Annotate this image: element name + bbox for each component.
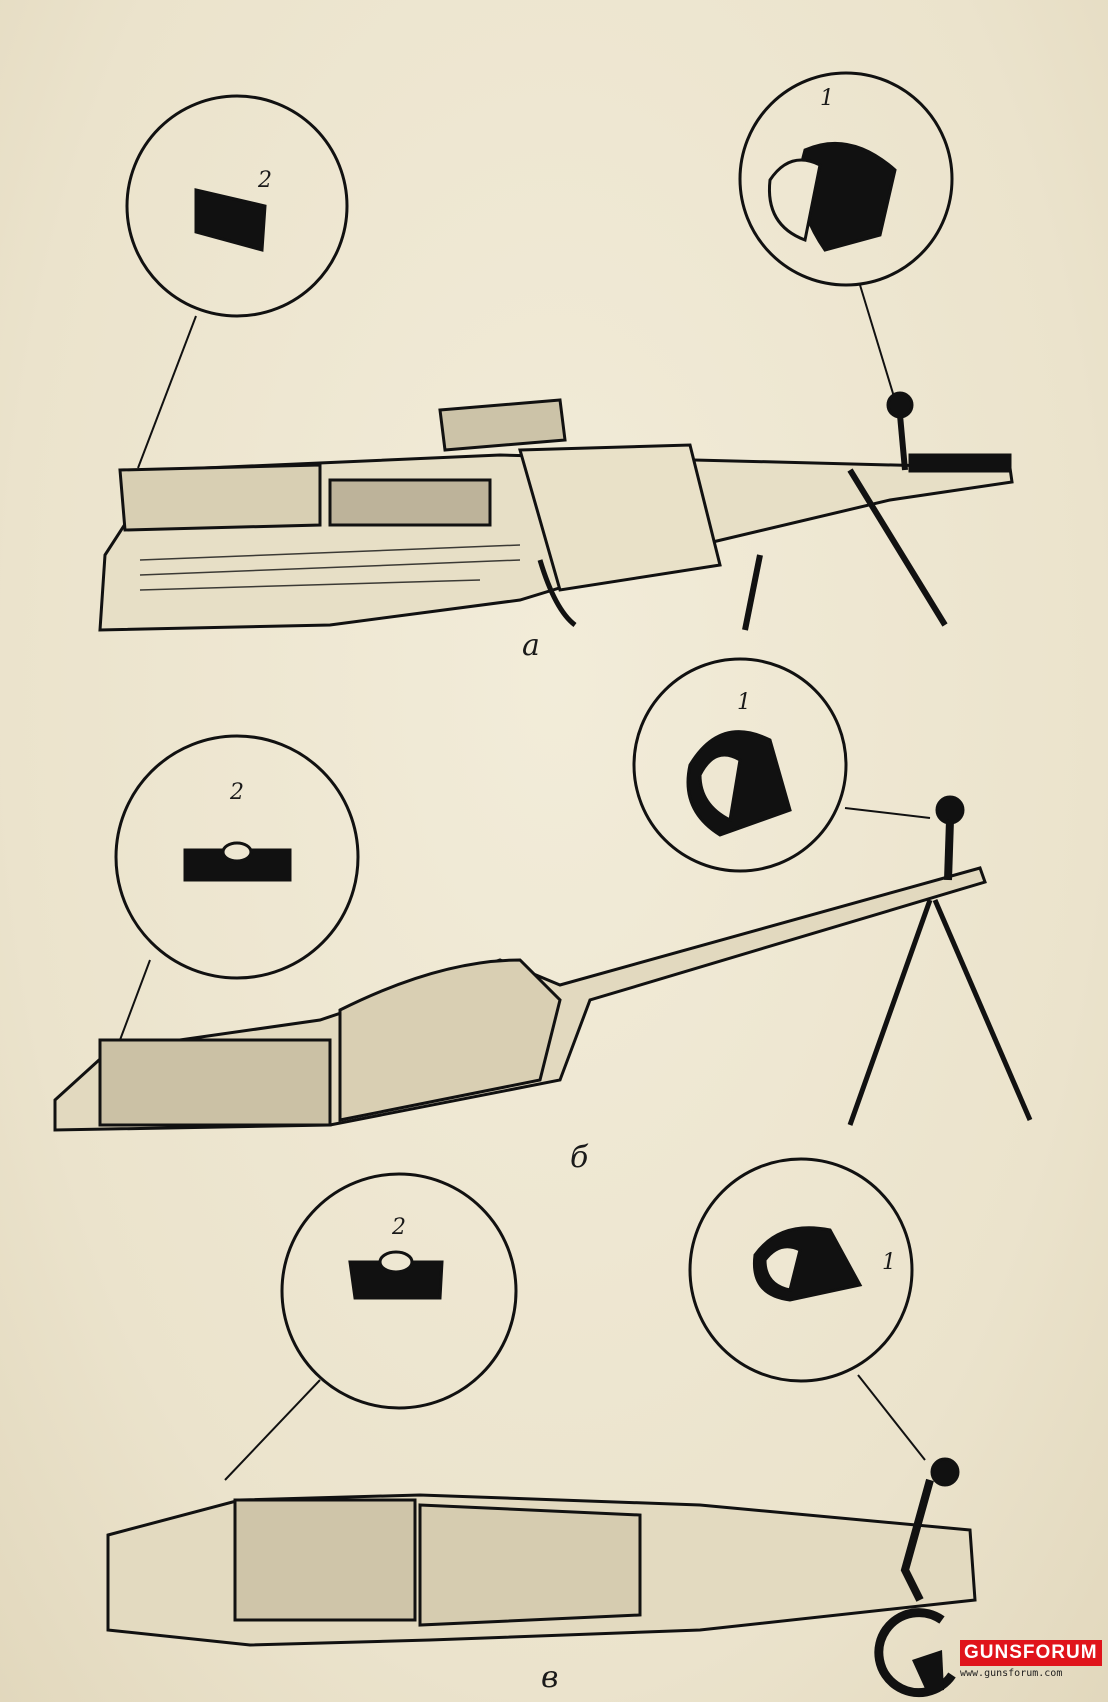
- figure-label-a: а: [522, 628, 540, 663]
- leader-line: [859, 284, 896, 401]
- hood-opening: [767, 158, 822, 243]
- callout-circle-rear-sight-a: [125, 94, 349, 318]
- callout-number: 1: [737, 690, 751, 715]
- figure-a: [98, 71, 1014, 632]
- rear-sight-detail: [194, 188, 267, 252]
- callout-number: 2: [258, 168, 272, 193]
- figure-b: [53, 657, 1033, 1132]
- watermark-url: www.gunsforum.com: [960, 1668, 1063, 1679]
- figure-v: [106, 1157, 977, 1647]
- callout-circle-front-sight-b: [632, 657, 848, 873]
- callout-number: 1: [882, 1250, 896, 1275]
- leader-line: [137, 315, 197, 469]
- figure-label-v: в: [541, 1660, 559, 1695]
- rear-sight-detail: [183, 848, 292, 882]
- watermark: GUNSFORUM www.gunsforum.com: [960, 1640, 1102, 1679]
- leader-line: [119, 959, 151, 1041]
- watermark-title: GUNSFORUM: [960, 1640, 1102, 1666]
- watermark-logo-icon: [874, 1608, 956, 1698]
- leader-line: [844, 807, 931, 819]
- callout-number: 2: [392, 1215, 406, 1240]
- callout-circle-front-sight-a: [738, 71, 954, 287]
- callout-circle-front-sight-v: [688, 1157, 914, 1383]
- leader-line: [224, 1379, 321, 1481]
- callout-number: 2: [230, 780, 244, 805]
- callout-circle-rear-sight-b: [114, 734, 360, 980]
- leader-line: [857, 1374, 926, 1461]
- figure-label-b: б: [570, 1140, 589, 1175]
- callout-number: 1: [820, 86, 834, 111]
- callout-circle-rear-sight-v: [280, 1172, 518, 1410]
